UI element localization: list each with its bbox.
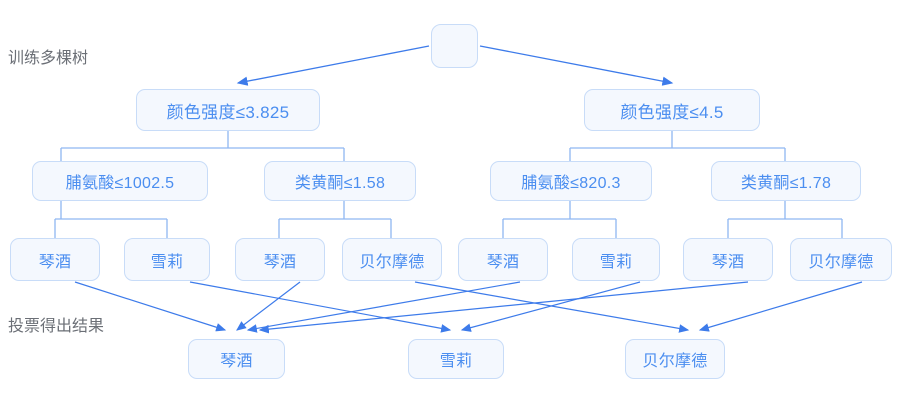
- level1-to-level2-connectors: [60, 131, 786, 161]
- leaf-node-2[interactable]: 雪莉: [124, 238, 210, 281]
- level2-to-leaf-connectors: [54, 201, 843, 238]
- result-node-sherry[interactable]: 雪莉: [408, 339, 504, 379]
- result-node-gin[interactable]: 琴酒: [188, 339, 285, 379]
- bottom-stage-label: 投票得出结果: [8, 318, 105, 335]
- level1-node-left[interactable]: 颜色强度≤3.825: [136, 89, 320, 131]
- level2-node-3[interactable]: 脯氨酸≤820.3: [490, 161, 652, 201]
- leaf-node-1[interactable]: 琴酒: [10, 238, 100, 281]
- leaf-node-6[interactable]: 雪莉: [572, 238, 660, 281]
- level1-node-right[interactable]: 颜色强度≤4.5: [584, 89, 760, 131]
- leaf-node-8[interactable]: 贝尔摩德: [790, 238, 892, 281]
- root-node[interactable]: [431, 24, 478, 68]
- leaf-node-7[interactable]: 琴酒: [683, 238, 773, 281]
- leaf-node-5[interactable]: 琴酒: [458, 238, 548, 281]
- level2-node-1[interactable]: 脯氨酸≤1002.5: [32, 161, 208, 201]
- level2-node-4[interactable]: 类黄酮≤1.78: [711, 161, 861, 201]
- level2-node-2[interactable]: 类黄酮≤1.58: [264, 161, 416, 201]
- leaf-to-result-vote-arrows: [74, 281, 863, 334]
- leaf-node-4[interactable]: 贝尔摩德: [342, 238, 442, 281]
- root-to-level1-arrows: [236, 45, 674, 86]
- top-stage-label: 训练多棵树: [8, 50, 89, 67]
- leaf-node-3[interactable]: 琴酒: [235, 238, 325, 281]
- result-node-vermouth[interactable]: 贝尔摩德: [625, 339, 725, 379]
